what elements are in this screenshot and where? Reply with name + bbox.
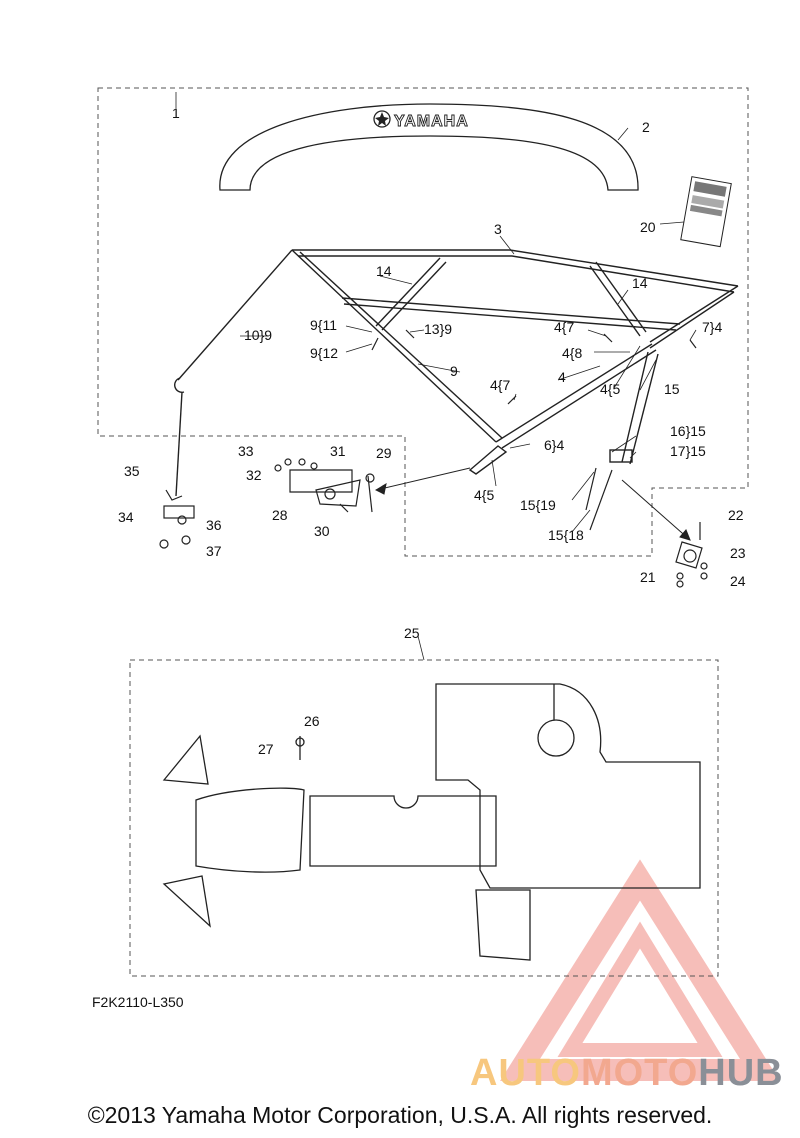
callout-28: 28 (272, 507, 288, 523)
assembly-arrows (374, 467, 691, 541)
callout-36: 36 (206, 517, 222, 533)
callout-29: 29 (376, 445, 392, 461)
callout-32: 32 (246, 467, 262, 483)
callout-4-7b: 4{7 (490, 377, 510, 393)
callout-21: 21 (640, 569, 656, 585)
callout-15: 15 (664, 381, 680, 397)
callout-23: 23 (730, 545, 746, 561)
callout-35: 35 (124, 463, 140, 479)
callout-4-8: 4{8 (562, 345, 582, 361)
callout-9: 9 (450, 363, 458, 379)
callout-1: 1 (172, 105, 180, 121)
watermark-auto: AUTO (470, 1052, 581, 1094)
callout-14a: 14 (376, 263, 392, 279)
callout-9-11: 9{11 (310, 317, 337, 333)
callout-33: 33 (238, 443, 254, 459)
watermark-triangle (500, 859, 780, 1081)
leader-lines (175, 92, 697, 661)
callout-2: 2 (642, 119, 650, 135)
yamaha-logo (373, 110, 391, 128)
watermark-hub: HUB (698, 1052, 784, 1094)
callout-26: 26 (304, 713, 320, 729)
callout-4-7a: 4{7 (554, 319, 574, 335)
callout-6-4: 6}4 (544, 437, 564, 453)
callout-4-5: 4{5 (474, 487, 494, 503)
label-sticker (680, 176, 732, 248)
callout-25: 25 (404, 625, 420, 641)
callout-3: 3 (494, 221, 502, 237)
callout-30: 30 (314, 523, 330, 539)
callout-16-15: 16}15 (670, 423, 706, 439)
callout-27: 27 (258, 741, 274, 757)
callout-4-5b: 4{5 (600, 381, 620, 397)
callout-4: 4 (558, 369, 566, 385)
callout-37: 37 (206, 543, 222, 559)
callout-15-19: 15{19 (520, 497, 556, 513)
callout-22: 22 (728, 507, 744, 523)
callout-14b: 14 (632, 275, 648, 291)
deck-mat-set (162, 683, 701, 961)
callout-labels: 1 2 3 20 14 14 10}9 9{11 9{12 13}9 9 4{7… (118, 105, 746, 757)
yamaha-logo-text: YAMAHA (394, 113, 469, 130)
callout-9-12: 9{12 (310, 345, 338, 361)
callout-13-9: 13}9 (424, 321, 452, 337)
callout-34: 34 (118, 509, 134, 525)
copyright-notice: ©2013 Yamaha Motor Corporation, U.S.A. A… (87, 1102, 713, 1128)
watermark-moto: MOTO (580, 1052, 699, 1094)
watermark-text: AUTOMOTOHUB (470, 1052, 784, 1095)
mat-kit-boundary (129, 659, 719, 977)
callout-7-4: 7}4 (702, 319, 722, 335)
callout-17-15: 17}15 (670, 443, 706, 459)
bimini-assembly-boundary (97, 87, 749, 557)
bimini-frame (174, 249, 739, 497)
callout-24: 24 (730, 573, 746, 589)
figure-code: F2K2110-L350 (92, 994, 184, 1010)
callout-15-18: 15{18 (548, 527, 584, 543)
callout-20: 20 (640, 219, 656, 235)
callout-31: 31 (330, 443, 346, 459)
callout-10-9: 10}9 (244, 327, 272, 343)
boot-cover (219, 103, 639, 191)
